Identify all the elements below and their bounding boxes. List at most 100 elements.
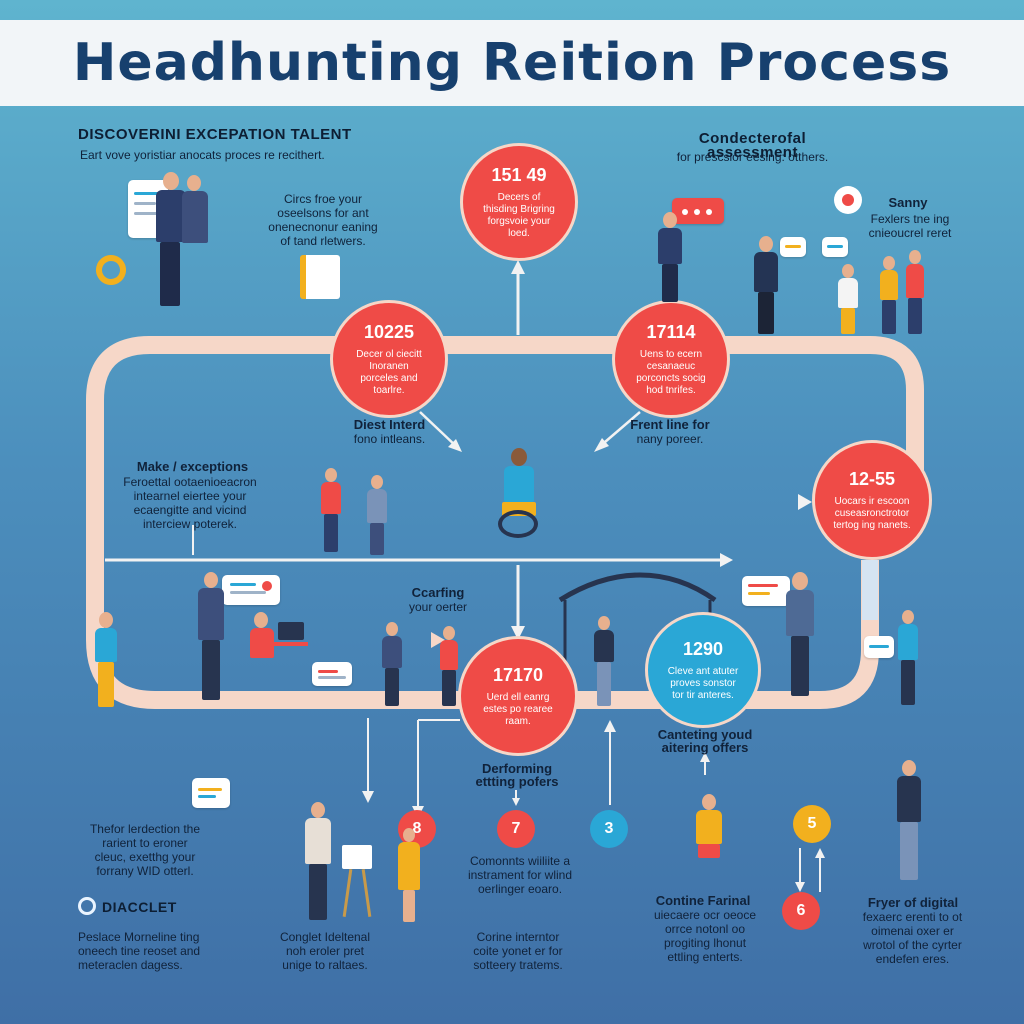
canting-subtitle: aitering offers [661, 740, 749, 755]
top-right-subtitle: for prescsior eesing: otthers. [676, 150, 829, 164]
sanny-text: Fexlers tne ing cnieoucrel reret [868, 212, 952, 240]
comonts-text: Comonnts wiiliite a instrament for wlind… [467, 854, 573, 896]
middle-arrowhead [720, 553, 733, 567]
person-group-4 [904, 250, 926, 334]
person-yellow-dress [396, 828, 422, 923]
congilet-text: Conglet Ideltenal noh eroler pret unige … [279, 930, 371, 972]
frent-title: Frent line for [630, 417, 710, 432]
diag-arrowhead-right [594, 438, 609, 452]
top-left-subtitle: Eart vove yoristiar anocats proces re re… [80, 148, 325, 162]
person-desk-right [782, 572, 818, 697]
person-wheelchair [496, 448, 542, 540]
perf-arrowhead [512, 798, 520, 806]
chat-bubble-bottom-left [192, 778, 230, 808]
person-group-1 [752, 236, 780, 334]
step-circle-5-number: 17170 [492, 664, 544, 685]
person-group-3 [878, 256, 900, 334]
circ-text: Circs froe your oseelsons for ant onenec… [268, 192, 378, 248]
crafting-arrowhead [431, 632, 445, 648]
person-standing-left [195, 572, 227, 700]
profile-badge-icon [834, 186, 862, 214]
chat-bubble-sanny-2 [822, 237, 848, 257]
bottom-arrowhead-1 [362, 791, 374, 803]
crafting-subtitle: your oerter [408, 600, 468, 614]
make-exceptions-title: Make / exceptions [136, 459, 249, 474]
person-walking-1 [318, 468, 344, 553]
badge-5: 5 [793, 805, 831, 843]
performing-subtitle: ettting pofers [475, 774, 559, 789]
step-circle-2: 10225 Decer ol ciecitt Inoranen porceles… [330, 300, 448, 418]
step-circle-3: 17114 Uens to ecern cesanaeuc porconcts … [612, 300, 730, 418]
person-bottom-right [894, 760, 924, 880]
person-red-shirt [438, 626, 460, 706]
fryer-text: fexaerc erenti to ot oimenai oxer er wro… [862, 910, 963, 966]
document-icon [300, 255, 340, 299]
step-circle-3-number: 17114 [646, 321, 696, 342]
chat-bubble-top [672, 198, 724, 224]
step-circle-3-desc: Uens to ecern cesanaeuc porconcts socig … [636, 348, 706, 396]
step-circle-5: 17170 Uerd ell eanrg estes po rearee raa… [458, 636, 578, 756]
badge-7: 7 [497, 810, 535, 848]
chat-bubble-left [222, 575, 280, 605]
badge-3: 3 [590, 810, 628, 848]
step-circle-6: 1290 Cleve ant atuter proves sonstor tor… [645, 612, 761, 728]
bottom-arrowhead-4 [700, 752, 710, 762]
page-title: Headhunting Reition Process [72, 33, 952, 93]
down-arrowhead [511, 626, 525, 640]
chat-bubble-mid [312, 662, 352, 686]
step-circle-2-number: 10225 [363, 321, 415, 342]
person-presenter [150, 172, 190, 307]
diag-arrowhead-left [448, 439, 462, 452]
top-left-heading: DISCOVERINI EXCEPATION TALENT [78, 126, 352, 143]
contine-title: Contine Farinal [655, 893, 751, 908]
person-bottom-presenter [302, 802, 334, 920]
step-circle-4: 12-55 Uocars ir escoon cuseasronctrotor … [812, 440, 932, 560]
badge-arrowhead-up [815, 848, 825, 858]
badge-6: 6 [782, 892, 820, 930]
contine-text: uiecaere ocr oeoce orrce notonl oo progi… [653, 908, 757, 964]
step-circle-6-desc: Cleve ant atuter proves sonstor tor tir … [667, 665, 739, 701]
crafting-title: Ccarfing [411, 585, 465, 600]
person-at-laptop [248, 612, 308, 692]
easel [340, 845, 374, 917]
corine-text: Corine interntor coite yonet er for sott… [473, 930, 563, 972]
chat-bubble-sanny [780, 237, 806, 257]
person-speaking [655, 212, 685, 302]
person-far-right [896, 610, 920, 705]
person-center-walking [380, 622, 404, 707]
chat-bubble-right [742, 576, 790, 606]
profile-badge-dot [842, 194, 854, 206]
frent-subtitle: nany poreer. [636, 432, 704, 446]
dist-interd-subtitle: fono intleans. [353, 432, 426, 446]
fryer-title: Fryer of digital [867, 895, 959, 910]
canting-title: Canteting youd [657, 727, 753, 742]
make-exceptions-text: Feroettal ootaenioeacron intearnel eiert… [123, 475, 257, 531]
step-circle-1-desc: Decers of thisding Brigring forgsvoie yo… [483, 191, 555, 239]
bottom-arrowhead-3 [604, 720, 616, 732]
right-arrowhead [798, 494, 812, 510]
person-market [592, 616, 616, 706]
performing-title: Derforming [481, 761, 553, 776]
sanny-title: Sanny [888, 195, 928, 210]
step-circle-6-number: 1290 [682, 638, 724, 659]
step-circle-1: 151 49 Decers of thisding Brigring forgs… [460, 143, 578, 261]
badge-arrowhead-down [795, 882, 805, 892]
person-seated-laptop [690, 794, 730, 884]
up-arrowhead [511, 260, 525, 274]
step-circle-1-number: 151 49 [491, 164, 547, 185]
diag-arrow-left [419, 411, 459, 449]
thefor-text: Thefor lerdection the rarient to eroner … [89, 822, 201, 878]
diacclet-title: DIACCLET [102, 899, 177, 915]
dist-interd-title: Diest Interd [353, 417, 426, 432]
gear-icon [78, 897, 96, 915]
chat-bubble-far-right [864, 636, 894, 658]
stall-roof [558, 572, 717, 603]
person-walking-2 [365, 475, 389, 555]
step-circle-4-desc: Uocars ir escoon cuseasronctrotor tertog… [833, 495, 911, 531]
title-bar: Headhunting Reition Process [0, 20, 1024, 106]
step-circle-5-desc: Uerd ell eanrg estes po rearee raam. [483, 691, 553, 727]
person-colleague [178, 175, 210, 245]
track-loop [141, 336, 924, 479]
step-circle-2-desc: Decer ol ciecitt Inoranen porceles and t… [356, 348, 422, 396]
diacclet-text: Peslace Morneline ting oneech tine reose… [78, 930, 201, 972]
